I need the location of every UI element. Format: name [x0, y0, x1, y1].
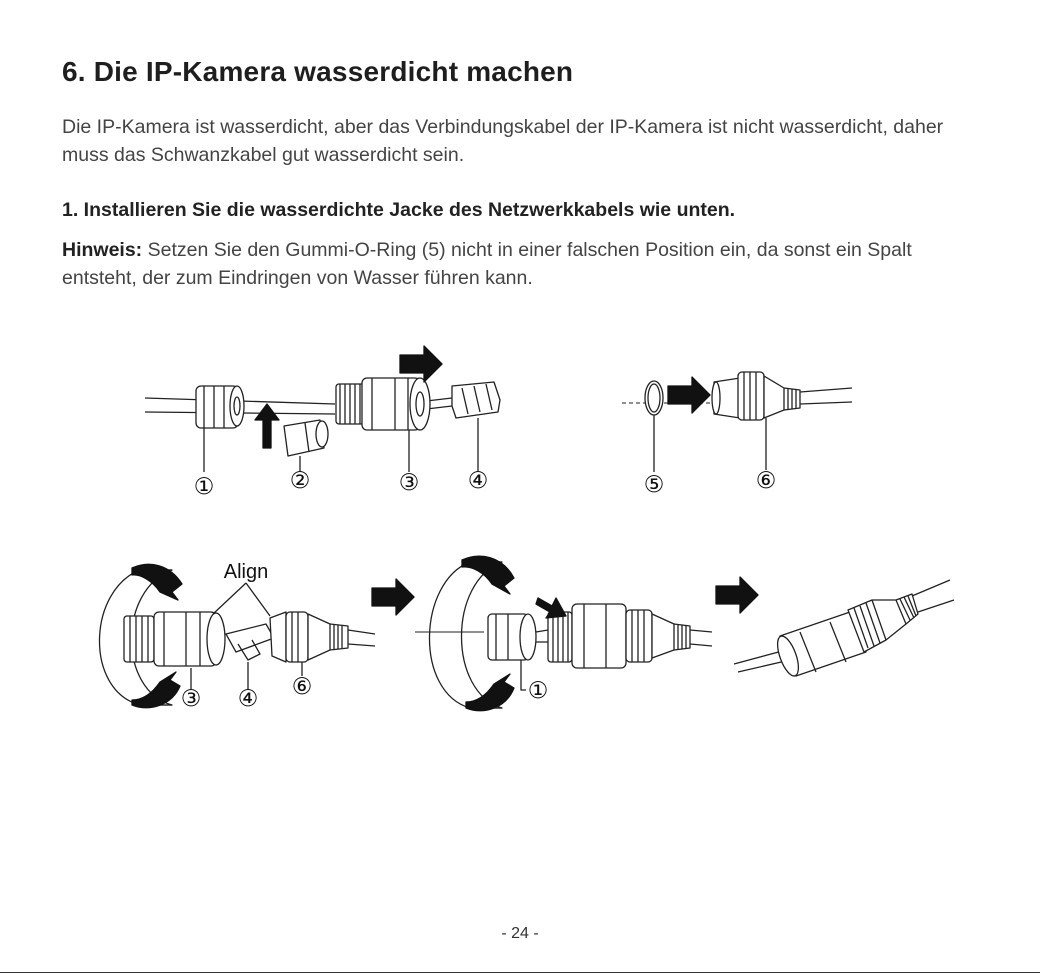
exploded-parts-group	[144, 377, 501, 457]
rubber-grommet-part	[283, 419, 329, 457]
callout-1-bottom: ①	[528, 677, 549, 703]
page-number: - 24 -	[501, 925, 539, 942]
note-text: Setzen Sie den Gummi-O-Ring (5) nicht in…	[62, 239, 912, 289]
note-label: Hinweis:	[62, 239, 143, 261]
page-title: 6. Die IP-Kamera wasserdicht machen	[62, 56, 574, 87]
callout-4-bottom: ④	[238, 685, 259, 711]
callout-2: ②	[290, 467, 311, 493]
callout-4: ④	[468, 467, 489, 493]
align-step-group	[98, 563, 376, 709]
align-label: Align	[224, 561, 268, 583]
tighten-step-group	[415, 555, 713, 712]
callout-3: ③	[399, 469, 420, 495]
o-ring-connector-group	[622, 371, 853, 472]
waterproof-jacket-part	[335, 377, 431, 431]
callout-6: ⑥	[756, 467, 777, 493]
arrow-right-icon	[715, 576, 759, 614]
arrow-right-icon	[371, 578, 415, 616]
assembled-connector-group	[733, 579, 955, 677]
callout-3-bottom: ③	[181, 685, 202, 711]
bottom-rule	[0, 972, 1040, 973]
sealing-nut-part	[195, 385, 245, 429]
callout-5: ⑤	[644, 471, 665, 497]
callout-1: ①	[194, 473, 215, 499]
step-heading: 1. Installieren Sie die wasserdichte Jac…	[62, 199, 736, 221]
camera-connector-part	[711, 371, 853, 421]
intro-paragraph: Die IP-Kamera ist wasserdicht, aber das …	[62, 116, 944, 166]
arrow-right-icon	[399, 345, 443, 383]
callout-6-bottom: ⑥	[292, 673, 313, 699]
rj45-plug-part	[451, 381, 501, 419]
note-paragraph: Hinweis: Setzen Sie den Gummi-O-Ring (5)…	[62, 236, 982, 292]
arrow-up-icon	[254, 403, 280, 449]
arrow-diagonal-icon	[535, 597, 567, 619]
arrow-right-icon	[667, 376, 711, 414]
